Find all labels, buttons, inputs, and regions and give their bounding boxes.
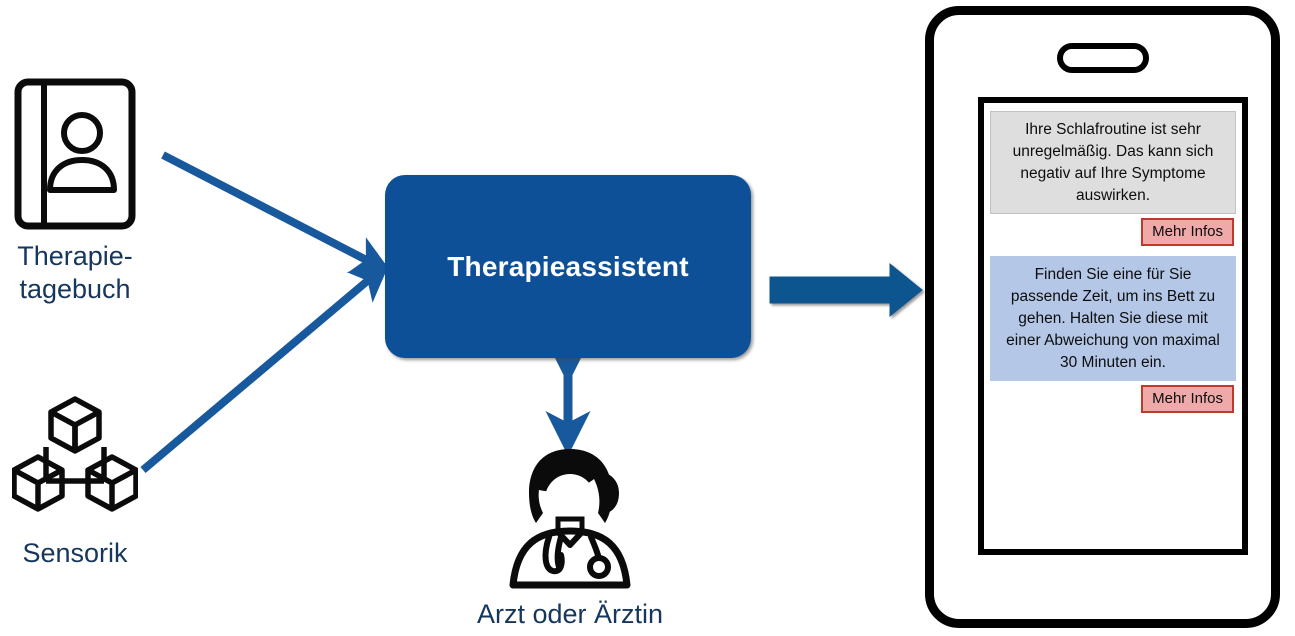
sensor-cubes-icon	[12, 396, 138, 512]
arrow-diary-to-assistant	[161, 151, 393, 274]
more-info-button-2[interactable]: Mehr Infos	[1141, 385, 1234, 413]
message-actions: Mehr Infos	[990, 385, 1236, 413]
phone-screen: Ihre Schlafroutine ist sehr unregelmäßig…	[978, 97, 1248, 555]
arrow-sensors-to-assistant	[140, 261, 391, 474]
doctor-label: Arzt oder Ärztin	[476, 599, 664, 629]
therapy-diary-label: Therapie- tagebuch	[17, 241, 133, 304]
message-card-sleep-routine: Ihre Schlafroutine ist sehr unregelmäßig…	[990, 111, 1236, 214]
notebook-person-icon	[14, 78, 136, 230]
therapy-assistant-box[interactable]: Therapieassistent	[385, 175, 751, 358]
message-list: Ihre Schlafroutine ist sehr unregelmäßig…	[984, 103, 1242, 429]
more-info-button-1[interactable]: Mehr Infos	[1141, 218, 1234, 246]
message-actions: Mehr Infos	[990, 218, 1236, 246]
smartphone-frame: Ihre Schlafroutine ist sehr unregelmäßig…	[925, 6, 1280, 628]
doctor-female-icon	[509, 449, 631, 589]
speaker-grille-icon	[1056, 43, 1149, 73]
message-text: Ihre Schlafroutine ist sehr unregelmäßig…	[1012, 121, 1214, 204]
message-text: Finden Sie eine für Sie passende Zeit, u…	[1006, 266, 1220, 371]
block-arrow-assistant-to-phone	[769, 262, 923, 318]
therapy-assistant-label: Therapieassistent	[447, 250, 689, 282]
message-card-bedtime: Finden Sie eine für Sie passende Zeit, u…	[990, 256, 1236, 381]
sensors-label: Sensorik	[22, 538, 128, 568]
